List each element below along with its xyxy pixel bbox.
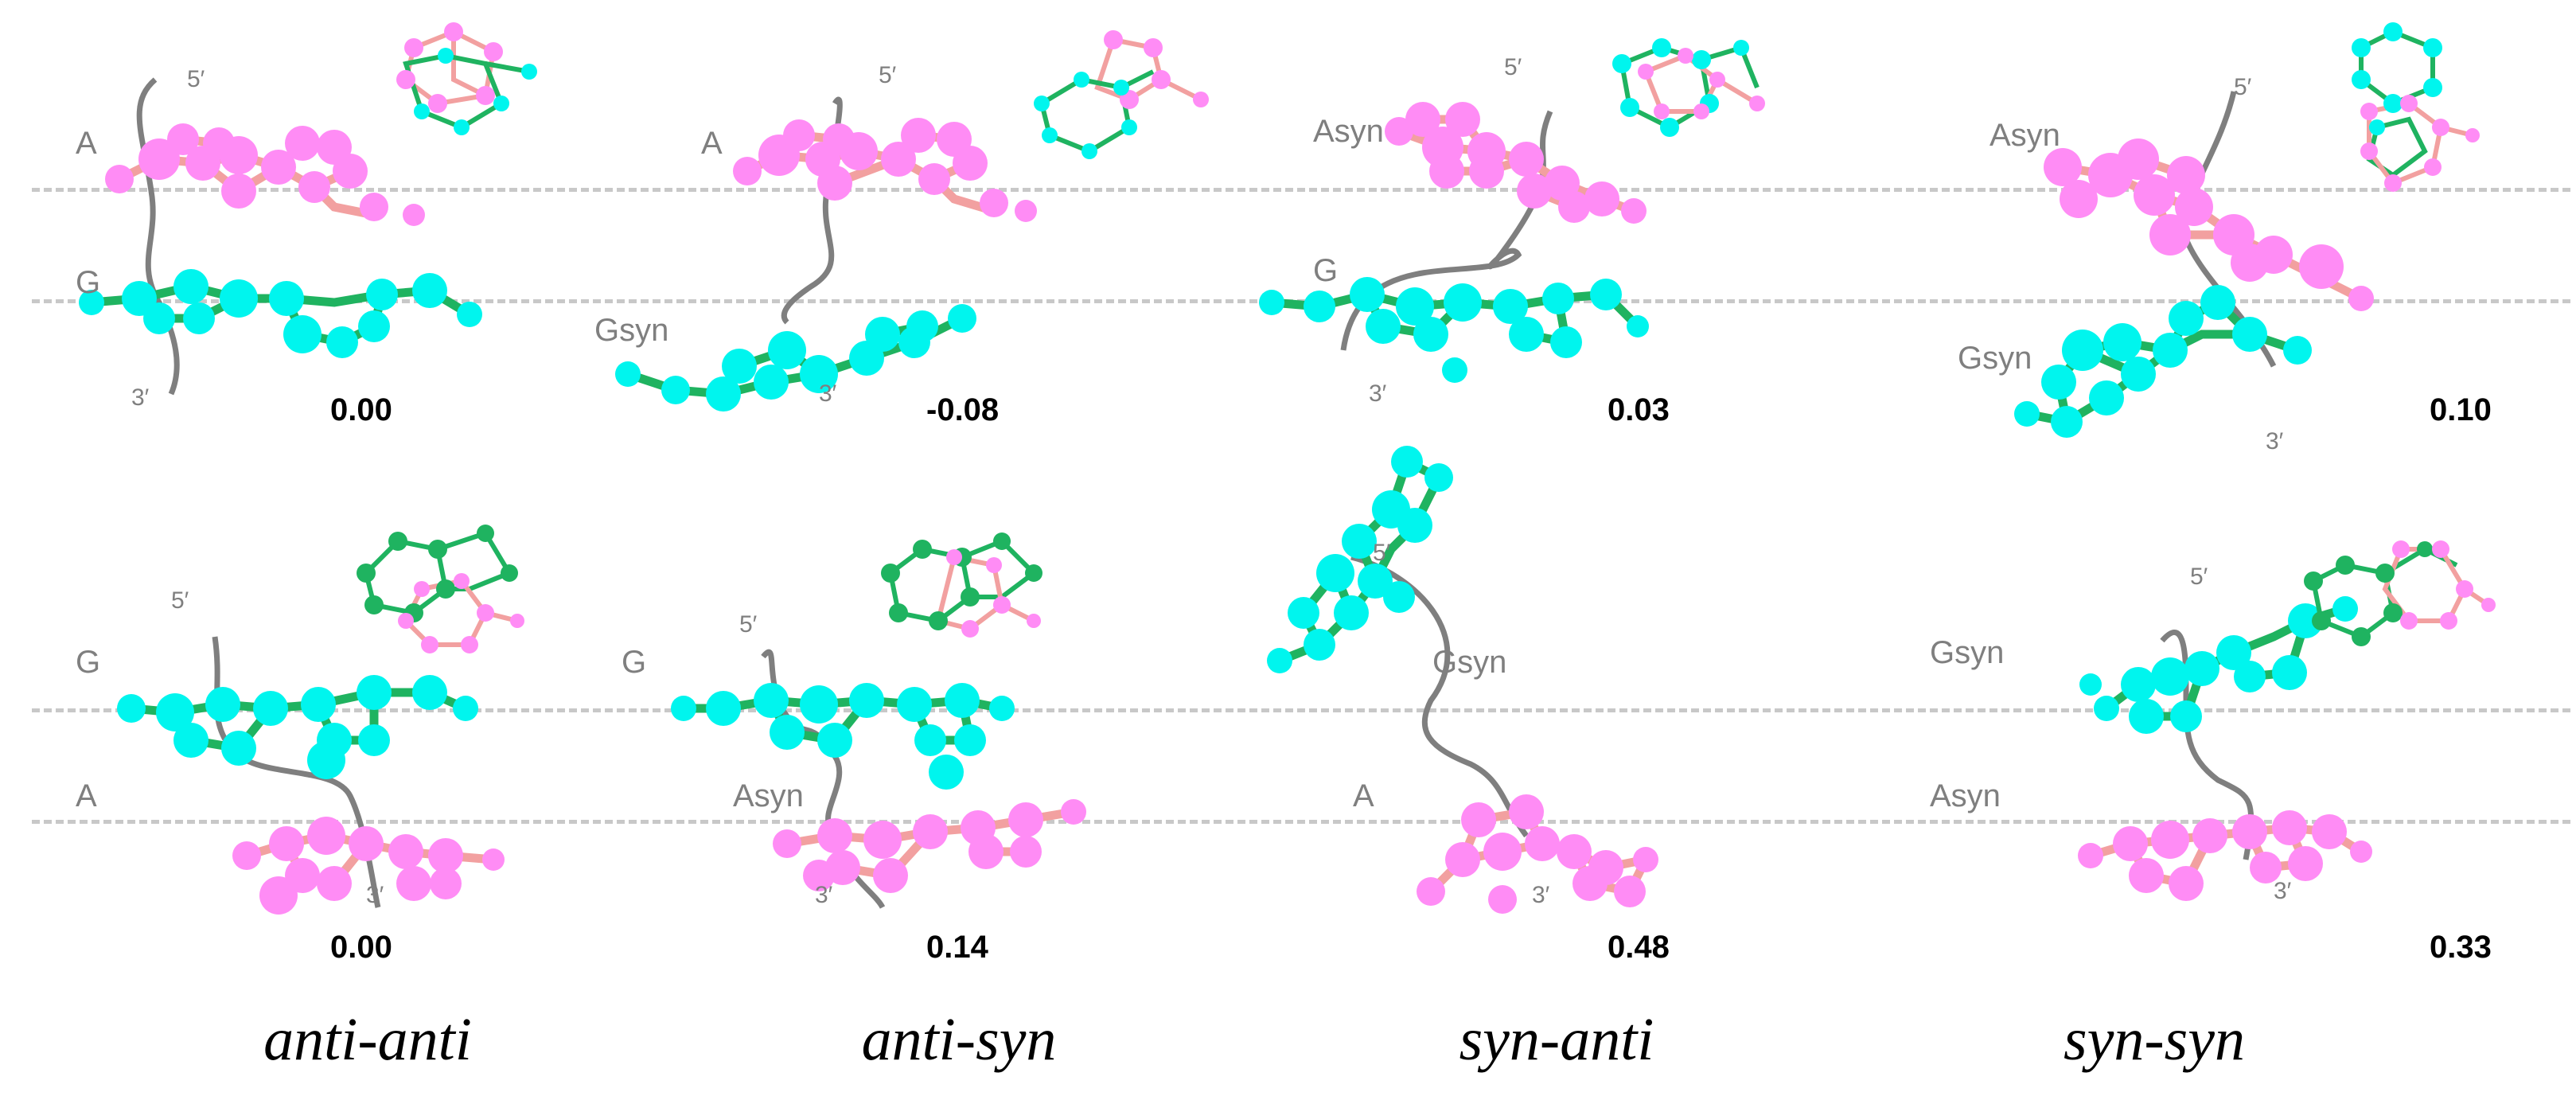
upper-base-label: A bbox=[76, 126, 97, 161]
upper-base-label: G bbox=[76, 645, 101, 680]
five-prime-label: 5′ bbox=[171, 587, 189, 614]
panel-syn-syn-GsynAsyn: Gsyn Asyn 5′ 3′ 0.33 bbox=[1930, 478, 2575, 963]
guide-line-row2-upper bbox=[32, 708, 2570, 712]
lower-base-label: A bbox=[1353, 778, 1374, 813]
five-prime-label: 5′ bbox=[2190, 564, 2208, 590]
three-prime-label: 3′ bbox=[1369, 380, 1387, 407]
molecule-graphic bbox=[671, 532, 1086, 909]
upper-base-label: Gsyn bbox=[1930, 635, 2005, 670]
guide-line-row2-lower bbox=[32, 820, 2570, 824]
three-prime-label: 3′ bbox=[815, 882, 833, 908]
molecule-graphic bbox=[117, 525, 524, 915]
five-prime-label: 5′ bbox=[1373, 540, 1391, 566]
panel-anti-syn-GAsyn: G Asyn 5′ 3′ 0.14 bbox=[622, 478, 1288, 963]
category-syn-syn: syn-syn bbox=[2064, 1006, 2245, 1073]
lower-base-label: Gsyn bbox=[1958, 341, 2032, 376]
relative-energy-value: 0.48 bbox=[1608, 930, 1670, 965]
lower-base-label: A bbox=[76, 778, 97, 813]
category-anti-syn: anti-syn bbox=[861, 1006, 1057, 1073]
relative-energy-value: 0.14 bbox=[926, 930, 988, 965]
panel-syn-syn-AsynGsyn: Asyn Gsyn 5′ 3′ 0.10 bbox=[1931, 0, 2575, 462]
category-anti-anti: anti-anti bbox=[263, 1006, 472, 1073]
molecule-graphic bbox=[2014, 22, 2480, 438]
lower-base-label: Asyn bbox=[1930, 778, 2001, 813]
lower-base-label: G bbox=[1313, 253, 1339, 288]
upper-base-label: Asyn bbox=[1313, 114, 1384, 149]
molecule-graphic bbox=[1259, 38, 1765, 383]
upper-base-label: A bbox=[701, 126, 723, 161]
panel-syn-anti-GsynA: Gsyn A 5′ 3′ 0.48 bbox=[1267, 446, 1931, 963]
upper-base-label: G bbox=[622, 645, 647, 680]
lower-base-label: G bbox=[76, 265, 101, 300]
molecule-graphic bbox=[1267, 446, 1658, 914]
relative-energy-value: 0.10 bbox=[2430, 392, 2492, 427]
three-prime-label: 3′ bbox=[819, 380, 837, 407]
three-prime-label: 3′ bbox=[366, 882, 384, 908]
five-prime-label: 5′ bbox=[739, 611, 758, 638]
upper-base-label: Asyn bbox=[1989, 118, 2060, 153]
upper-base-label: Gsyn bbox=[1432, 645, 1507, 680]
category-syn-anti: syn-anti bbox=[1459, 1006, 1654, 1073]
panel-anti-anti-AG: A G 5′ 3′ 0.00 bbox=[0, 0, 644, 462]
three-prime-label: 3′ bbox=[1532, 882, 1550, 908]
panel-anti-anti-GA: G A 5′ 3′ 0.00 bbox=[0, 478, 644, 963]
lower-base-label: Gsyn bbox=[594, 313, 669, 348]
relative-energy-value: 0.03 bbox=[1608, 392, 1670, 427]
five-prime-label: 5′ bbox=[879, 62, 897, 88]
panel-syn-anti-AsynG: Asyn G 5′ 3′ 0.03 bbox=[1259, 0, 1931, 462]
molecule-graphic bbox=[79, 22, 537, 396]
molecule-graphic bbox=[615, 30, 1209, 412]
relative-energy-value: 0.00 bbox=[330, 392, 392, 427]
five-prime-label: 5′ bbox=[187, 66, 205, 92]
relative-energy-value: -0.08 bbox=[926, 392, 1000, 427]
guide-line-row1-upper bbox=[32, 188, 2570, 192]
three-prime-label: 3′ bbox=[131, 384, 150, 411]
five-prime-label: 5′ bbox=[1504, 54, 1522, 80]
three-prime-label: 3′ bbox=[2274, 878, 2292, 904]
relative-energy-value: 0.00 bbox=[330, 930, 392, 965]
molecule-graphic bbox=[2078, 540, 2496, 901]
relative-energy-value: 0.33 bbox=[2430, 930, 2492, 965]
lower-base-label: Asyn bbox=[733, 778, 804, 813]
panel-anti-syn-AGsyn: A Gsyn 5′ 3′ -0.08 bbox=[594, 0, 1288, 462]
five-prime-label: 5′ bbox=[2234, 74, 2252, 100]
three-prime-label: 3′ bbox=[2266, 428, 2284, 454]
